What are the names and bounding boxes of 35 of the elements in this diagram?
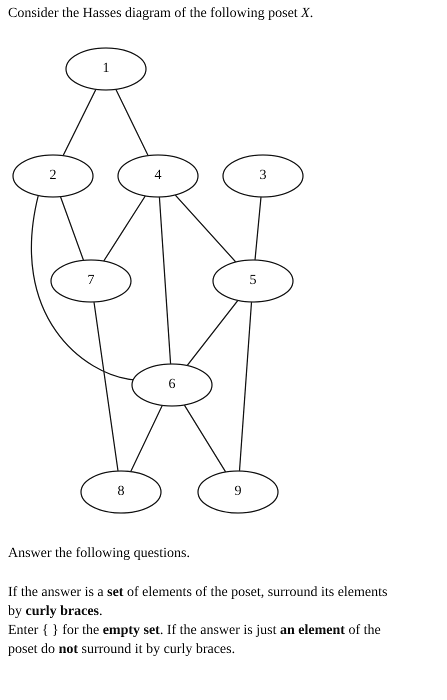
hasse-line — [186, 300, 238, 366]
node-label: 8 — [116, 483, 126, 501]
node-ellipse — [65, 47, 147, 91]
node-label: 3 — [258, 167, 268, 185]
node-label: 5 — [248, 272, 258, 290]
hasse-line — [184, 404, 226, 472]
node-ellipse — [50, 259, 132, 303]
instruction-text: Answer the following questions. — [8, 545, 191, 563]
hasse-line — [130, 405, 163, 472]
hasse-line — [103, 196, 146, 262]
node-label: 2 — [48, 167, 58, 185]
node-ellipse — [12, 154, 94, 198]
node-ellipse — [80, 470, 162, 514]
node-label: 6 — [168, 376, 176, 394]
heading: Consider the Hasses diagram of the following poset X. — [8, 5, 314, 23]
node-ellipse — [117, 154, 199, 198]
node-label: 9 — [234, 483, 242, 501]
instruction-text: If the answer is a set of elements of the poset, surround its elements by curly braces. — [8, 584, 388, 621]
node-ellipse — [222, 154, 304, 198]
node-ellipse — [197, 470, 279, 514]
hasse-line — [30, 195, 134, 380]
hasse-line — [158, 196, 172, 364]
hasse-line — [254, 196, 262, 260]
node-label: 1 — [102, 60, 110, 78]
hasse-line — [238, 302, 252, 472]
instruction-text: Enter { } for the empty set. If the answer is just an element of the poset do not surround it by curly braces. — [8, 622, 382, 659]
hasse-line — [60, 196, 84, 261]
hasse-line — [115, 89, 149, 156]
hasse-line — [174, 194, 236, 262]
node-ellipse — [131, 363, 213, 407]
node-label: 4 — [154, 167, 162, 185]
hasse-line — [93, 302, 119, 472]
node-ellipse — [212, 259, 294, 303]
hasse-line — [62, 89, 97, 156]
node-label: 7 — [86, 272, 96, 290]
